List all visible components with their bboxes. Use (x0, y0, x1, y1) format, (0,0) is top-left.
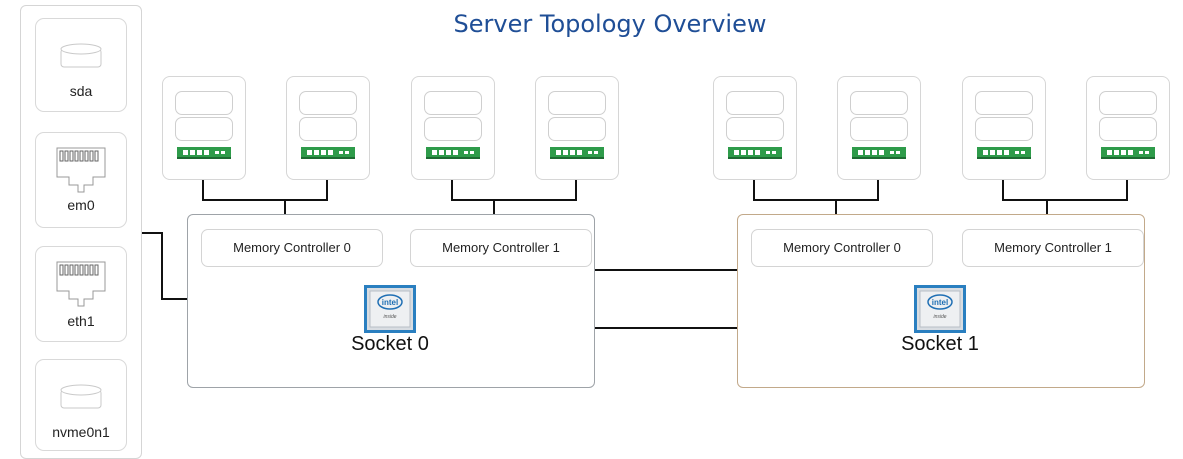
memory-controller-0[interactable]: Memory Controller 0 (751, 229, 933, 267)
ram-module-icon (177, 147, 231, 159)
device-label: em0 (67, 197, 95, 213)
io-devices-panel: sda em0 eth1 (20, 5, 142, 459)
ram-module-icon (301, 147, 355, 159)
ram-module-icon (550, 147, 604, 159)
dimm-slot[interactable] (535, 76, 619, 180)
device-label: sda (69, 83, 93, 99)
dimm-slot[interactable] (837, 76, 921, 180)
disk-icon (60, 384, 102, 409)
ethernet-port-icon (56, 261, 106, 307)
dimm-slot[interactable] (1086, 76, 1170, 180)
ethernet-port-icon (56, 147, 106, 193)
device-eth1[interactable]: eth1 (35, 246, 127, 342)
device-label: nvme0n1 (52, 424, 110, 440)
socket-1[interactable]: Memory Controller 0 Memory Controller 1 … (737, 214, 1145, 388)
intel-inside-text: inside (933, 314, 946, 320)
socket-0[interactable]: Memory Controller 0 Memory Controller 1 … (187, 214, 595, 388)
dimm-slot[interactable] (411, 76, 495, 180)
intel-inside-icon: intel inside (914, 285, 966, 333)
dimm-slot[interactable] (162, 76, 246, 180)
device-label: eth1 (67, 313, 95, 329)
dimm-slot[interactable] (713, 76, 797, 180)
dimm-slot[interactable] (962, 76, 1046, 180)
intel-logo-text: intel (382, 298, 398, 307)
intel-logo-text: intel (932, 298, 948, 307)
memory-controller-0[interactable]: Memory Controller 0 (201, 229, 383, 267)
ram-module-icon (1101, 147, 1155, 159)
socket-label: Socket 0 (351, 333, 429, 355)
device-sda[interactable]: sda (35, 18, 127, 112)
ram-module-icon (426, 147, 480, 159)
dimm-slot[interactable] (286, 76, 370, 180)
ram-module-icon (728, 147, 782, 159)
device-nvme0n1[interactable]: nvme0n1 (35, 359, 127, 451)
socket-label: Socket 1 (901, 333, 979, 355)
memory-controller-1[interactable]: Memory Controller 1 (962, 229, 1144, 267)
ram-module-icon (977, 147, 1031, 159)
intel-inside-text: inside (383, 314, 396, 320)
io-link (141, 232, 187, 300)
memory-controller-1[interactable]: Memory Controller 1 (410, 229, 592, 267)
diagram-title: Server Topology Overview (453, 10, 767, 38)
ram-module-icon (852, 147, 906, 159)
disk-icon (60, 43, 102, 68)
intel-inside-icon: intel inside (364, 285, 416, 333)
device-em0[interactable]: em0 (35, 132, 127, 228)
